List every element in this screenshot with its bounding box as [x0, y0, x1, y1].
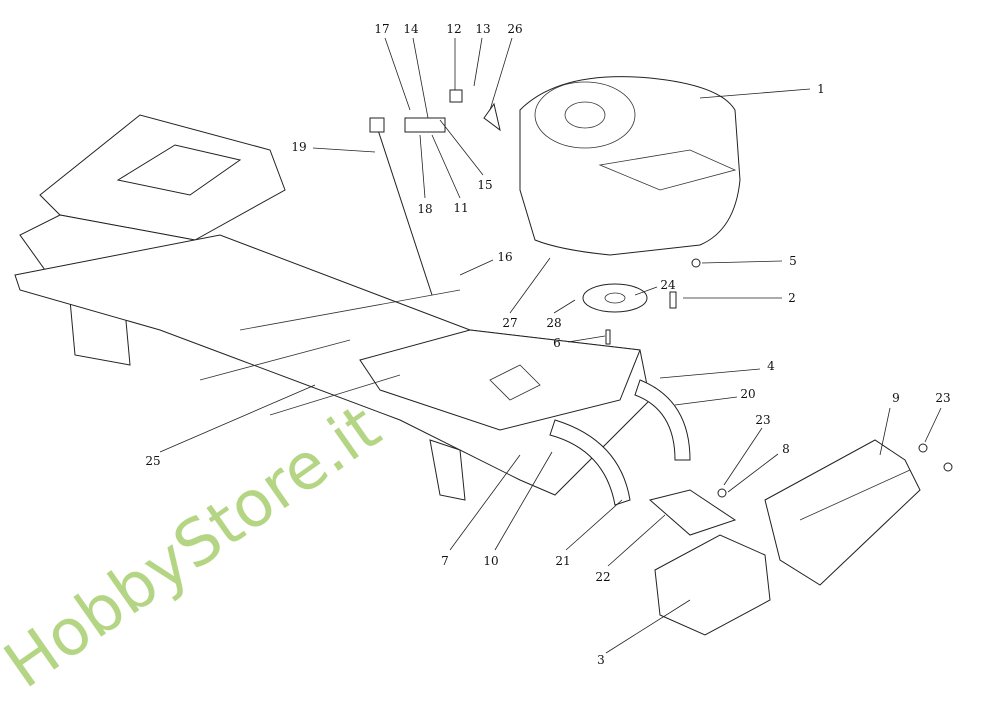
callout-26: 26	[507, 22, 522, 36]
callout-10: 10	[483, 554, 498, 568]
callout-13: 13	[475, 22, 490, 36]
muffler	[654, 534, 771, 636]
callout-11: 11	[453, 201, 468, 215]
callout-25: 25	[145, 454, 160, 468]
callout-15: 15	[477, 178, 492, 192]
callout-22: 22	[595, 570, 610, 584]
callout-4: 4	[767, 359, 775, 373]
callout-1: 1	[817, 82, 825, 96]
callout-2: 2	[788, 291, 796, 305]
callout-17: 17	[374, 22, 389, 36]
callout-21: 21	[555, 554, 570, 568]
muffler-bracket	[648, 489, 737, 536]
callout-12: 12	[446, 22, 461, 36]
callout-20: 20	[740, 387, 755, 401]
pulley	[582, 283, 648, 313]
dipstick	[369, 117, 433, 296]
chassis-frame	[14, 234, 651, 501]
callout-16: 16	[497, 250, 512, 264]
callout-5: 5	[789, 254, 797, 268]
callout-6: 6	[553, 336, 561, 350]
engine	[519, 76, 741, 256]
callout-23: 23	[935, 391, 950, 405]
callout-23: 23	[755, 413, 770, 427]
watermark-text: HobbyStore.it	[0, 391, 394, 703]
callout-7: 7	[441, 554, 449, 568]
callouts: 1 2 3 4 5 6 7 8 9 10 11 12 13 14 15 16 1…	[145, 22, 950, 667]
callout-18: 18	[417, 202, 432, 216]
heat-shield	[764, 439, 921, 586]
callout-24: 24	[660, 278, 676, 292]
small-hardware	[404, 89, 953, 498]
callout-28: 28	[546, 316, 561, 330]
callout-9: 9	[892, 391, 900, 405]
exhaust-pipes	[549, 379, 691, 506]
callout-3: 3	[597, 653, 605, 667]
callout-8: 8	[782, 442, 790, 456]
callout-27: 27	[502, 316, 517, 330]
callout-14: 14	[403, 22, 419, 36]
leader-lines	[159, 37, 942, 654]
callout-19: 19	[291, 140, 306, 154]
